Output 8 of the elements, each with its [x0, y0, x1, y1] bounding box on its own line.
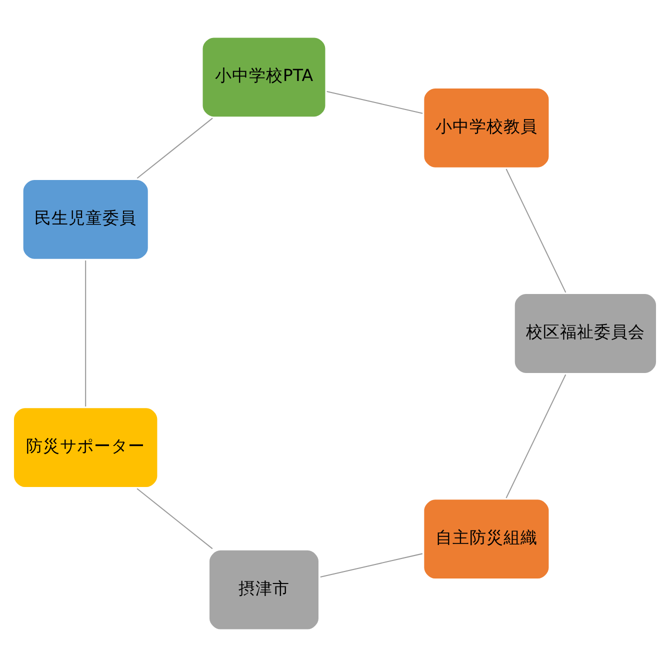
connector [320, 553, 422, 578]
connector [136, 488, 213, 550]
connector [85, 260, 86, 407]
connector [506, 374, 566, 498]
connector [136, 118, 213, 179]
connector [326, 90, 423, 114]
node-box: 小中学校PTA [200, 34, 328, 120]
connector [506, 168, 566, 293]
